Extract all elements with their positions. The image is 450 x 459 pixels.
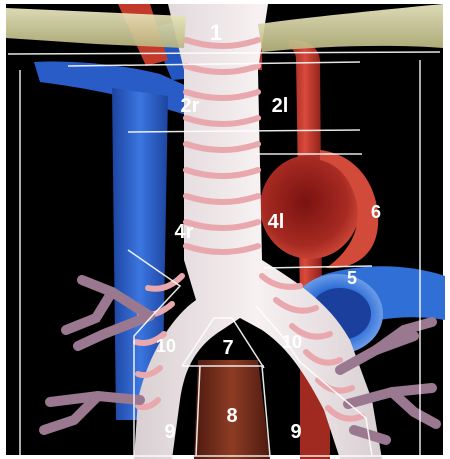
station-label-10-left: 10 xyxy=(282,332,302,352)
station-label-5: 5 xyxy=(347,268,357,288)
station-label-1: 1 xyxy=(210,20,222,45)
station-label-10-right: 10 xyxy=(156,336,176,356)
station-label-8: 8 xyxy=(226,405,237,427)
station-label-2r: 2r xyxy=(181,95,200,117)
station-label-9-right: 9 xyxy=(164,421,175,443)
station-label-9-left: 9 xyxy=(290,421,301,443)
station-label-4l: 4l xyxy=(268,211,285,233)
station-label-7: 7 xyxy=(222,337,233,359)
station-label-4r: 4r xyxy=(175,221,194,243)
station-label-2l: 2l xyxy=(272,95,289,117)
station-label-6: 6 xyxy=(371,202,381,222)
